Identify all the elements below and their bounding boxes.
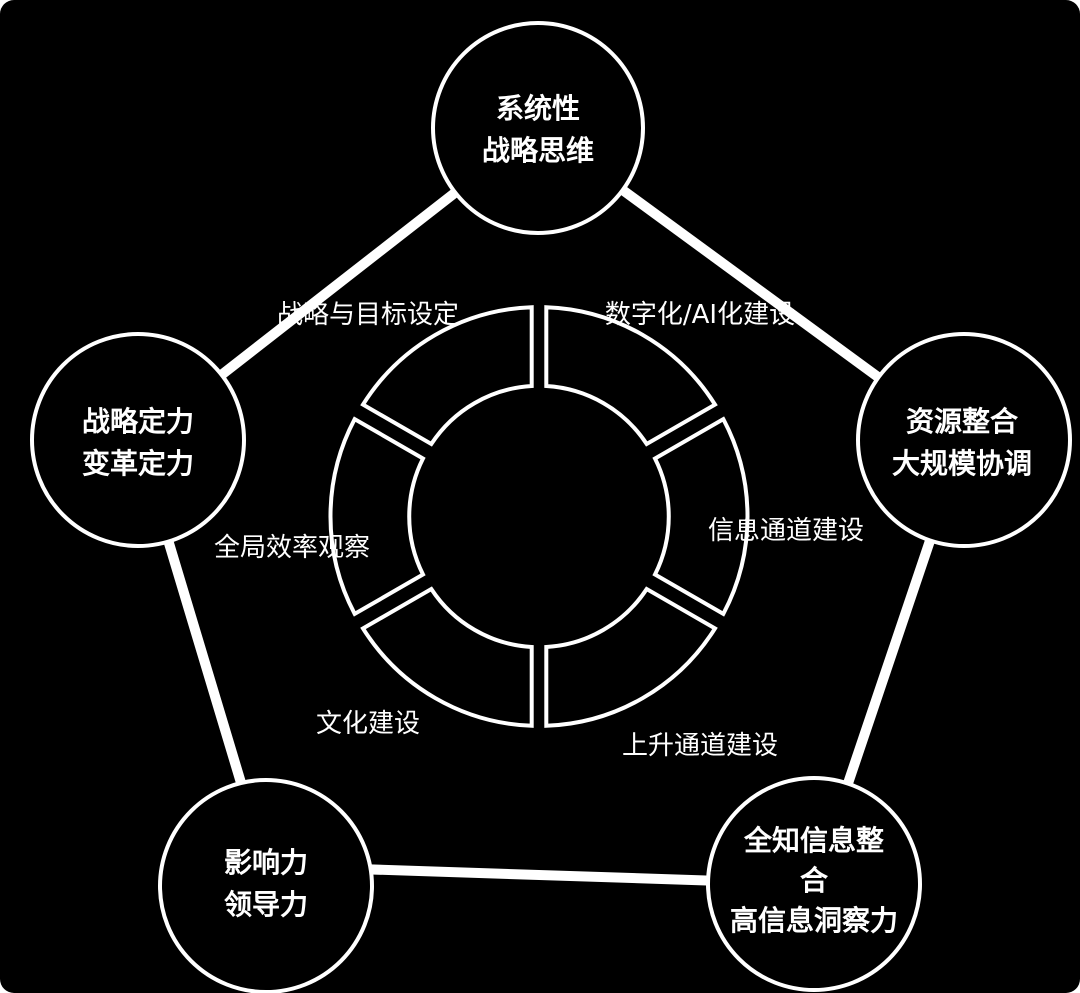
label-digital-ai: 数字化/AI化建设 xyxy=(605,300,795,330)
node-left-line1: 战略定力 xyxy=(82,405,194,438)
node-top-circle xyxy=(431,21,645,235)
label-global-efficiency: 全局效率观察 xyxy=(214,533,370,563)
node-left-line2: 变革定力 xyxy=(82,447,194,480)
node-right: 资源整合 大规模协调 xyxy=(856,332,1072,548)
node-left-circle xyxy=(30,332,246,548)
node-top: 系统性 战略思维 xyxy=(431,21,645,235)
label-promotion-channel: 上升通道建设 xyxy=(622,731,778,761)
node-bottom-left-line2: 领导力 xyxy=(224,888,308,921)
label-info-channel: 信息通道建设 xyxy=(708,516,864,546)
pentagon-edges xyxy=(133,123,969,889)
node-bottom-left-circle xyxy=(158,778,374,993)
node-right-line1: 资源整合 xyxy=(906,405,1019,438)
node-bottom-right: 全知信息整 合 高信息洞察力 xyxy=(706,776,922,992)
node-top-line2: 战略思维 xyxy=(482,134,594,167)
node-right-line2: 大规模协调 xyxy=(892,447,1032,480)
node-bottom-right-line2: 合 xyxy=(800,864,829,897)
ring-segment-2 xyxy=(652,416,750,617)
node-bottom-left-line1: 影响力 xyxy=(224,846,308,879)
label-strategy-goal-setting: 战略与目标设定 xyxy=(277,300,459,330)
node-bottom-right-line1: 全知信息整 xyxy=(743,824,884,857)
ring-segment-3 xyxy=(544,586,718,728)
center-ring xyxy=(328,305,750,728)
ring-labels: 战略与目标设定 数字化/AI化建设 信息通道建设 全局效率观察 文化建设 上升通… xyxy=(214,300,864,761)
node-bottom-left: 影响力 领导力 xyxy=(158,778,374,993)
node-top-line1: 系统性 xyxy=(496,92,580,125)
ring-segment-5 xyxy=(328,416,426,617)
node-bottom-right-line3: 高信息洞察力 xyxy=(730,904,898,937)
node-right-circle xyxy=(856,332,1072,548)
ring-segment-4 xyxy=(360,586,534,728)
node-left: 战略定力 变革定力 xyxy=(30,332,246,548)
ring-segment-6 xyxy=(360,305,534,447)
label-culture: 文化建设 xyxy=(316,709,420,739)
ring-segment-1 xyxy=(544,305,718,447)
node-bottom-right-circle xyxy=(706,776,922,992)
